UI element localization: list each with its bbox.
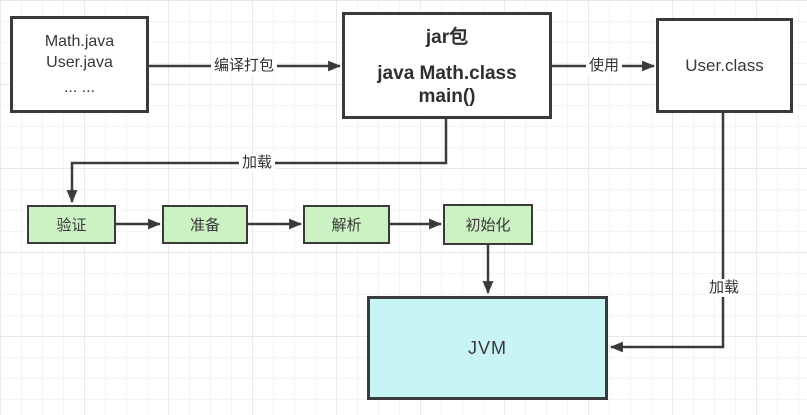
node-jvm[interactable]: JVM bbox=[367, 296, 608, 400]
node-phase-resolve[interactable]: 解析 bbox=[303, 205, 390, 244]
node-phase-initialize[interactable]: 初始化 bbox=[443, 204, 533, 245]
user-class-label: User.class bbox=[685, 55, 764, 75]
node-phase-prepare[interactable]: 准备 bbox=[162, 205, 248, 244]
edge-label-load-from-user-class[interactable]: 加载 bbox=[705, 279, 743, 297]
node-user-class[interactable]: User.class bbox=[656, 18, 793, 113]
phase-prepare-label: 准备 bbox=[189, 217, 220, 234]
edge-label-use[interactable]: 使用 bbox=[585, 57, 623, 75]
source-file-name: User.java bbox=[46, 54, 113, 71]
edge-load-userclass-to-jvm-arrow[interactable] bbox=[609, 113, 725, 353]
source-file-name: Math.java bbox=[44, 33, 115, 50]
jvm-label: JVM bbox=[468, 337, 507, 358]
phase-resolve-label: 解析 bbox=[331, 217, 362, 234]
jar-package-main: main() bbox=[418, 86, 476, 107]
source-files-ellipsis: ... ... bbox=[63, 79, 96, 96]
node-source-files[interactable]: Math.java User.java ... ... bbox=[10, 16, 149, 113]
edge-label-compile-package[interactable]: 编译打包 bbox=[210, 57, 278, 75]
jar-package-title: jar包 bbox=[425, 27, 469, 48]
phase-initialize-label: 初始化 bbox=[465, 217, 511, 234]
node-phase-verify[interactable]: 验证 bbox=[27, 205, 116, 244]
jar-package-command: java Math.class bbox=[377, 63, 517, 84]
phase-verify-label: 验证 bbox=[56, 217, 87, 234]
node-jar-package[interactable]: jar包 java Math.class main() bbox=[342, 12, 552, 119]
edge-label-load-from-jar[interactable]: 加载 bbox=[238, 154, 276, 172]
